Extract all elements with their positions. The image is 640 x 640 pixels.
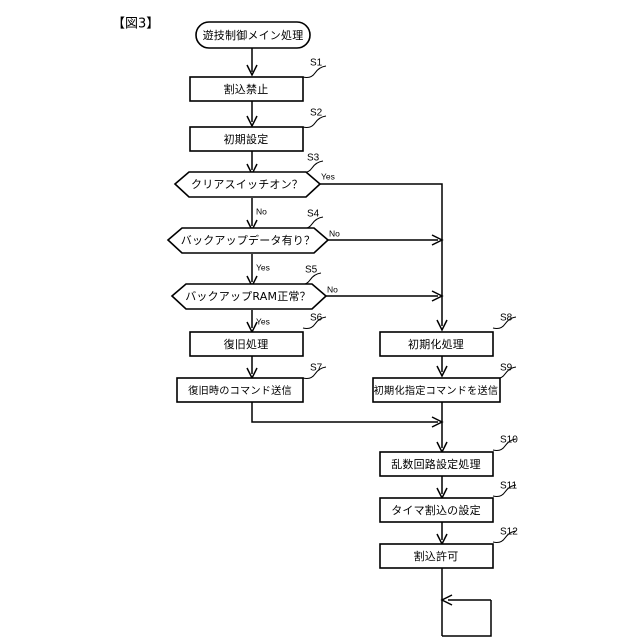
leader-s8 xyxy=(492,316,517,330)
s3-decision-shape xyxy=(173,171,322,198)
arrowhead-s4-no xyxy=(431,234,444,246)
s7-label: 復旧時のコマンド送信 xyxy=(188,384,292,397)
s5-yes-label: Yes xyxy=(256,316,270,326)
s2-label: 初期設定 xyxy=(224,132,269,146)
leader-s1 xyxy=(302,65,327,79)
s9-process-shape xyxy=(372,377,501,403)
s1-step-label: S1 xyxy=(310,58,323,69)
s3-step-label: S3 xyxy=(307,153,320,164)
s10-step-label: S10 xyxy=(500,435,518,446)
s4-yes-label: Yes xyxy=(256,262,270,272)
s6-label: 復旧処理 xyxy=(224,338,269,351)
node-s8: 初期化処理 S8 xyxy=(379,313,513,357)
node-s5: バックアップRAM正常？ S5 No Yes xyxy=(170,265,338,326)
s8-process-shape xyxy=(379,331,494,357)
node-s11: タイマ割込の設定 S11 xyxy=(379,481,517,523)
s3-label: クリアスイッチオン？ xyxy=(191,178,303,191)
s7-process-shape xyxy=(176,377,304,403)
s10-process-shape xyxy=(379,451,494,477)
s4-no-label: No xyxy=(329,228,340,238)
connectors xyxy=(246,48,492,637)
connector-s7-merge xyxy=(251,402,438,423)
s12-label: 割込許可 xyxy=(414,549,459,563)
leader-s11 xyxy=(492,484,517,498)
s1-process-shape xyxy=(189,76,304,102)
arrowhead-s5-no xyxy=(431,290,444,302)
s5-label: バックアップRAM正常？ xyxy=(185,290,311,303)
leader-s10 xyxy=(492,438,517,452)
s6-step-label: S6 xyxy=(310,313,323,324)
figure-label: 【図3】 xyxy=(112,17,159,32)
s5-no-label: No xyxy=(327,284,338,294)
s11-label: タイマ割込の設定 xyxy=(391,503,481,517)
s2-process-shape xyxy=(189,126,304,152)
s8-label: 初期化処理 xyxy=(408,337,464,351)
s4-decision-shape xyxy=(166,227,330,254)
s7-step-label: S7 xyxy=(310,363,323,374)
start-terminator-shape xyxy=(195,21,311,49)
s12-process-shape xyxy=(379,543,494,569)
s2-step-label: S2 xyxy=(310,108,323,119)
arrowhead-s7-merge xyxy=(431,416,444,428)
arrowhead-s2 xyxy=(246,115,258,128)
s10-label: 乱数回路設定処理 xyxy=(391,457,481,471)
s4-label: バックアップデータ有り？ xyxy=(181,233,315,247)
leader-s6 xyxy=(302,316,327,330)
s11-step-label: S11 xyxy=(500,481,517,492)
node-s7: 復旧時のコマンド送信 S7 xyxy=(176,363,323,403)
s9-step-label: S9 xyxy=(500,363,513,374)
node-s6: 復旧処理 S6 xyxy=(189,313,323,357)
leader-s7 xyxy=(302,366,327,380)
s1-label: 割込禁止 xyxy=(224,82,269,96)
s8-step-label: S8 xyxy=(500,313,513,324)
s3-yes-label: Yes xyxy=(321,171,335,181)
arrowhead-s9 xyxy=(436,365,448,378)
arrowhead-s8 xyxy=(436,319,448,332)
node-s3: クリアスイッチオン？ S3 Yes No xyxy=(173,153,335,216)
s12-step-label: S12 xyxy=(500,527,518,538)
s6-process-shape xyxy=(189,331,304,357)
start-label: 遊技制御メイン処理 xyxy=(203,28,304,42)
arrowhead-s1 xyxy=(246,64,258,77)
node-s4: バックアップデータ有り？ S4 No Yes xyxy=(166,209,340,272)
node-start: 遊技制御メイン処理 xyxy=(195,21,311,49)
loop-back-path xyxy=(442,600,492,637)
s9-label: 初期化指定コマンドを送信 xyxy=(374,384,499,397)
s5-decision-shape xyxy=(170,283,328,310)
node-s1: 割込禁止 S1 xyxy=(189,58,323,102)
node-s12: 割込許可 S12 xyxy=(379,527,518,569)
node-s2: 初期設定 S2 xyxy=(189,108,323,152)
arrowhead-loop-back xyxy=(440,594,453,606)
step-leaders xyxy=(297,65,517,544)
connector-s3-yes-to-right xyxy=(320,183,443,326)
s11-process-shape xyxy=(379,497,494,523)
s4-step-label: S4 xyxy=(307,209,320,220)
node-s9: 初期化指定コマンドを送信 S9 xyxy=(372,363,513,403)
leader-s12 xyxy=(492,530,517,544)
leader-s2 xyxy=(302,115,327,129)
node-s10: 乱数回路設定処理 S10 xyxy=(379,435,518,477)
s3-no-label: No xyxy=(256,206,267,216)
s5-step-label: S5 xyxy=(305,265,318,276)
